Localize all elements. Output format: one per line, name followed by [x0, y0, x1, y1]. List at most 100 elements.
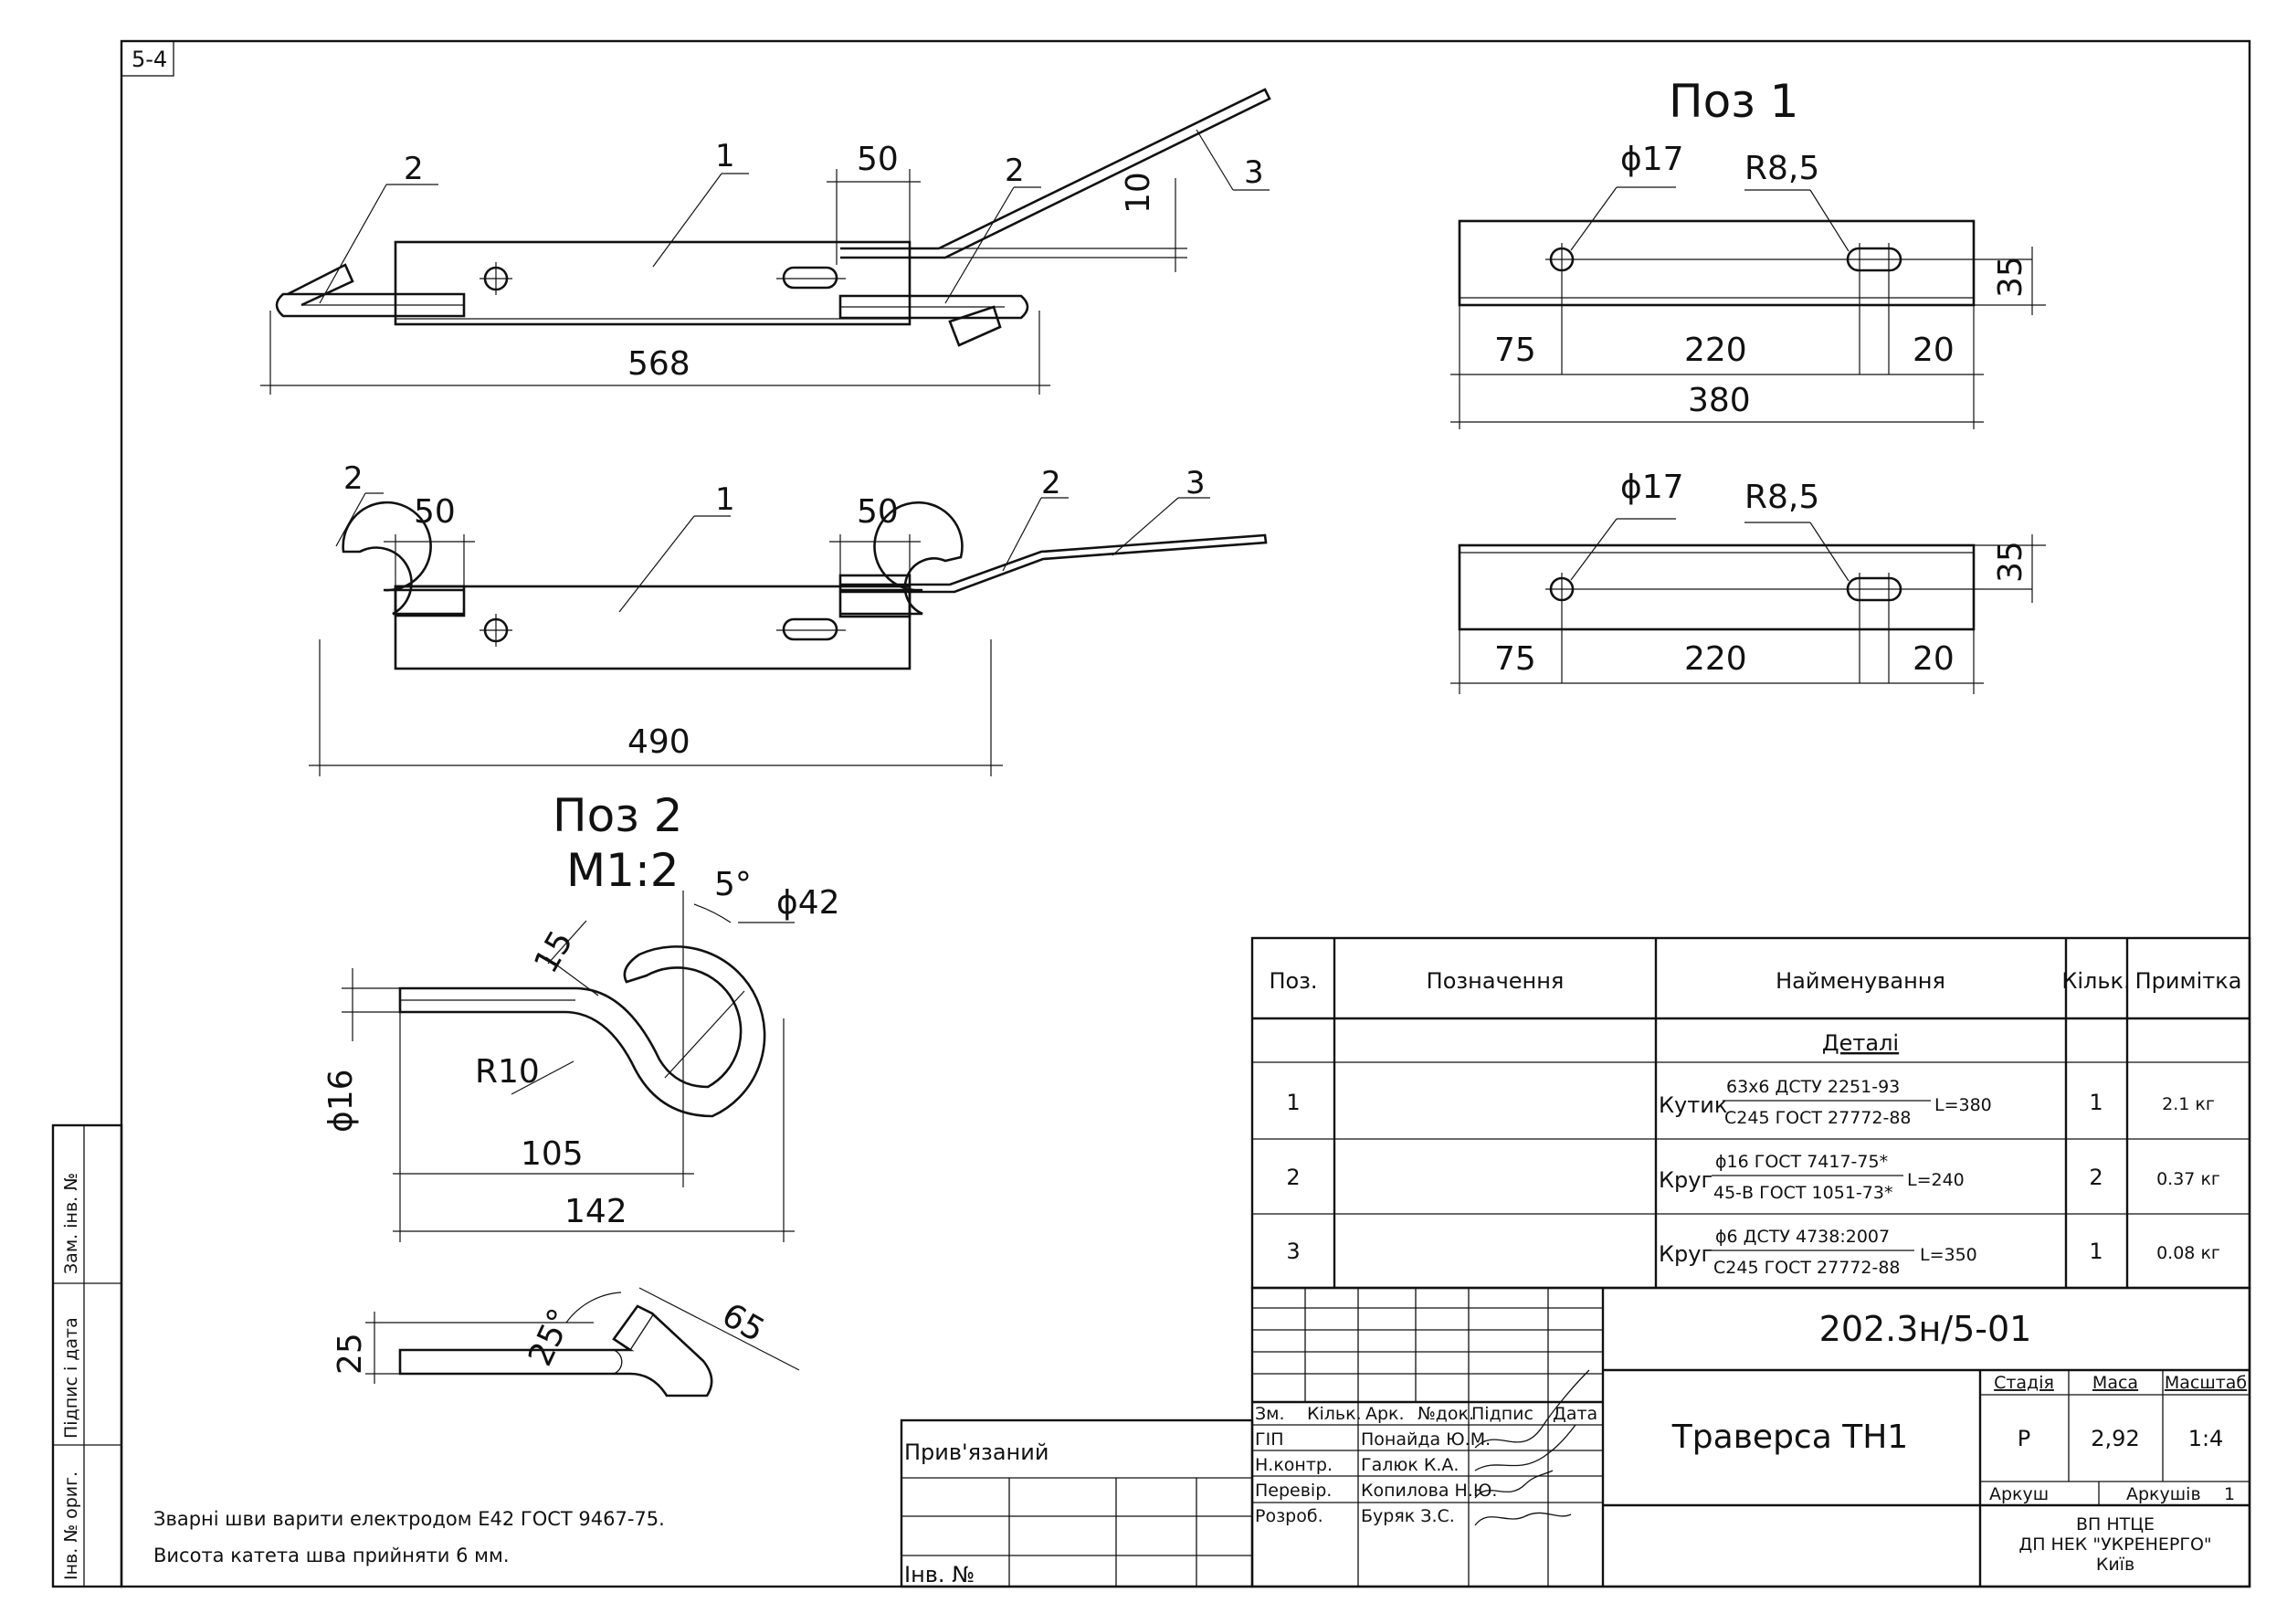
side-stamp-signature-date: Підпис і дата: [61, 1317, 81, 1439]
top-view-callout-2-left: 2: [404, 151, 424, 187]
pos2-dim-d42: ϕ42: [776, 884, 840, 922]
inv-number-label: Інв. №: [904, 1562, 975, 1587]
sheet-frame: [120, 39, 2251, 1588]
spec-row-3-length: L=350: [1920, 1245, 1977, 1265]
spec-row-1-length: L=380: [1934, 1095, 1992, 1115]
spec-table: Поз. Позначення Найменування Кільк. Прим…: [1250, 936, 2251, 1290]
scale-value: 1:4: [2188, 1426, 2224, 1451]
rev-header-date: Дата: [1553, 1404, 1597, 1424]
front-view-callout-3: 3: [1186, 465, 1206, 501]
side-stamp: Зам. інв. № Підпис і дата Інв. № ориг.: [51, 1123, 123, 1588]
rev-header-doc: №док.: [1418, 1404, 1474, 1424]
note-weld-leg: Висота катета шва прийняти 6 мм.: [153, 1545, 510, 1566]
org-line-2: ДП НЕК "УКРЕНЕРГО": [2018, 1534, 2211, 1555]
pos2-dim-5deg: 5°: [714, 866, 752, 903]
front-assembly-view: 2 1 2 3 50 50 490: [309, 460, 1268, 776]
spec-row-2-top: ϕ16 ГОСТ 7417-75*: [1715, 1152, 1888, 1172]
pos1-a-dim-r85: R8,5: [1744, 150, 1819, 187]
pos2-scale: M1:2: [566, 844, 680, 897]
pos1-b-dim-220: 220: [1684, 640, 1747, 678]
pos1-b-dim-75: 75: [1494, 640, 1536, 678]
front-view-callout-1: 1: [715, 481, 735, 518]
org-line-3: Київ: [2096, 1555, 2134, 1575]
pos1-b-dim-35: 35: [1992, 541, 2029, 583]
person-4-name: Буряк З.С.: [1361, 1506, 1455, 1526]
spec-row-3-kind: Круг: [1659, 1241, 1713, 1267]
drawing-name: Траверса ТН1: [1671, 1418, 1908, 1456]
org-line-1: ВП НТЦЕ: [2076, 1514, 2155, 1534]
spec-row-3-note: 0.08 кг: [2156, 1243, 2220, 1263]
title-block: Зм. Кільк. Арк. №док. Підпис Дата ГІП По…: [1250, 1286, 2251, 1588]
spec-header-pos: Поз.: [1269, 968, 1317, 994]
side-stamp-replace-inv: Зам. інв. №: [61, 1173, 81, 1274]
drawing-code: 202.3н/5-01: [1819, 1309, 2032, 1349]
spec-row-3-pos: 3: [1286, 1239, 1300, 1264]
sheet-number: 5-4: [132, 47, 167, 72]
mass-label: Маса: [2092, 1373, 2138, 1393]
mass-value: 2,92: [2091, 1426, 2139, 1451]
front-view-callout-2-left: 2: [343, 460, 364, 497]
signature-3: [1474, 1470, 1554, 1499]
pos2-title: Поз 2: [553, 789, 682, 842]
attached-label: Прив'язаний: [904, 1439, 1049, 1465]
sheets-value: 1: [2224, 1484, 2235, 1504]
person-1-name: Понайда Ю.М.: [1361, 1429, 1491, 1450]
spec-section-details: Деталі: [1822, 1030, 1899, 1056]
pos2-dim-105: 105: [521, 1135, 584, 1173]
top-view-dim-10: 10: [1120, 172, 1157, 214]
sheet-label: Аркуш: [1989, 1484, 2049, 1504]
pos1-a-dim-380: 380: [1688, 382, 1751, 419]
spec-header-note: Примітка: [2135, 968, 2242, 994]
spec-row-1-pos: 1: [1286, 1090, 1300, 1115]
top-assembly-view: 2 1 2 3 50 10 568: [260, 88, 1271, 395]
top-view-callout-3: 3: [1244, 154, 1264, 191]
pos1-a-dim-20: 20: [1913, 332, 1955, 369]
top-view-callout-1: 1: [715, 138, 735, 174]
spec-header-designation: Позначення: [1427, 968, 1565, 994]
spec-row-1-qty: 1: [2089, 1090, 2103, 1115]
stage-label: Стадія: [1994, 1373, 2054, 1393]
person-4-role: Розроб.: [1255, 1506, 1323, 1526]
spec-row-3-bottom: С245 ГОСТ 27772-88: [1713, 1258, 1901, 1278]
front-view-dim-50-right: 50: [857, 493, 899, 531]
rev-header-change: Зм.: [1255, 1404, 1285, 1424]
front-view-dim-490: 490: [627, 723, 690, 761]
top-view-dim-50: 50: [857, 141, 899, 178]
note-welding: Зварні шви варити електродом Е42 ГОСТ 94…: [153, 1508, 665, 1530]
pos1-detail: Поз 1 ϕ17 R8,5 35 75 220 20 380: [1450, 75, 2046, 694]
pos2-detail: Поз 2 M1:2 5° ϕ42 15 ϕ16 R10 105 142: [322, 789, 840, 1397]
person-1-role: ГІП: [1255, 1429, 1283, 1450]
stage-value: Р: [2018, 1426, 2030, 1451]
person-2-name: Галюк К.А.: [1361, 1455, 1459, 1475]
front-view-dim-50-left: 50: [414, 493, 456, 531]
pos2-dim-d16: ϕ16: [322, 1069, 360, 1133]
spec-row-1-note: 2.1 кг: [2162, 1094, 2215, 1114]
spec-row-2-note: 0.37 кг: [2156, 1169, 2220, 1189]
side-stamp-orig-inv: Інв. № ориг.: [61, 1471, 81, 1580]
spec-row-1-bottom: С245 ГОСТ 27772-88: [1724, 1108, 1912, 1128]
attached-block: Прив'язаний Інв. №: [900, 1418, 1254, 1588]
pos2-dim-25: 25: [332, 1333, 369, 1375]
front-view-callout-2-right: 2: [1041, 465, 1061, 501]
spec-row-2-bottom: 45-В ГОСТ 1051-73*: [1713, 1183, 1892, 1203]
spec-row-2-length: L=240: [1907, 1170, 1965, 1190]
pos2-dim-142: 142: [564, 1193, 627, 1230]
rev-header-qty: Кільк.: [1307, 1404, 1362, 1424]
sheet-number-box: [121, 40, 174, 77]
spec-row-2-pos: 2: [1286, 1165, 1300, 1190]
pos2-dim-r10: R10: [475, 1053, 540, 1091]
spec-row-2-kind: Круг: [1659, 1167, 1713, 1193]
spec-header-qty: Кільк.: [2061, 968, 2130, 994]
spec-row-1-kind: Кутик: [1659, 1092, 1727, 1118]
spec-row-3-top: ϕ6 ДСТУ 4738:2007: [1715, 1227, 1890, 1247]
spec-row-2-qty: 2: [2089, 1165, 2103, 1190]
spec-row-1-top: 63х6 ДСТУ 2251-93: [1726, 1077, 1900, 1097]
rev-header-sheet: Арк.: [1365, 1404, 1405, 1424]
pos1-title: Поз 1: [1669, 75, 1798, 128]
pos1-a-dim-35: 35: [1992, 256, 2029, 298]
pos1-b-dim-r85: R8,5: [1744, 479, 1819, 516]
pos1-a-dim-220: 220: [1684, 332, 1747, 369]
person-2-role: Н.контр.: [1255, 1455, 1333, 1475]
pos1-b-dim-d17: ϕ17: [1620, 469, 1684, 506]
